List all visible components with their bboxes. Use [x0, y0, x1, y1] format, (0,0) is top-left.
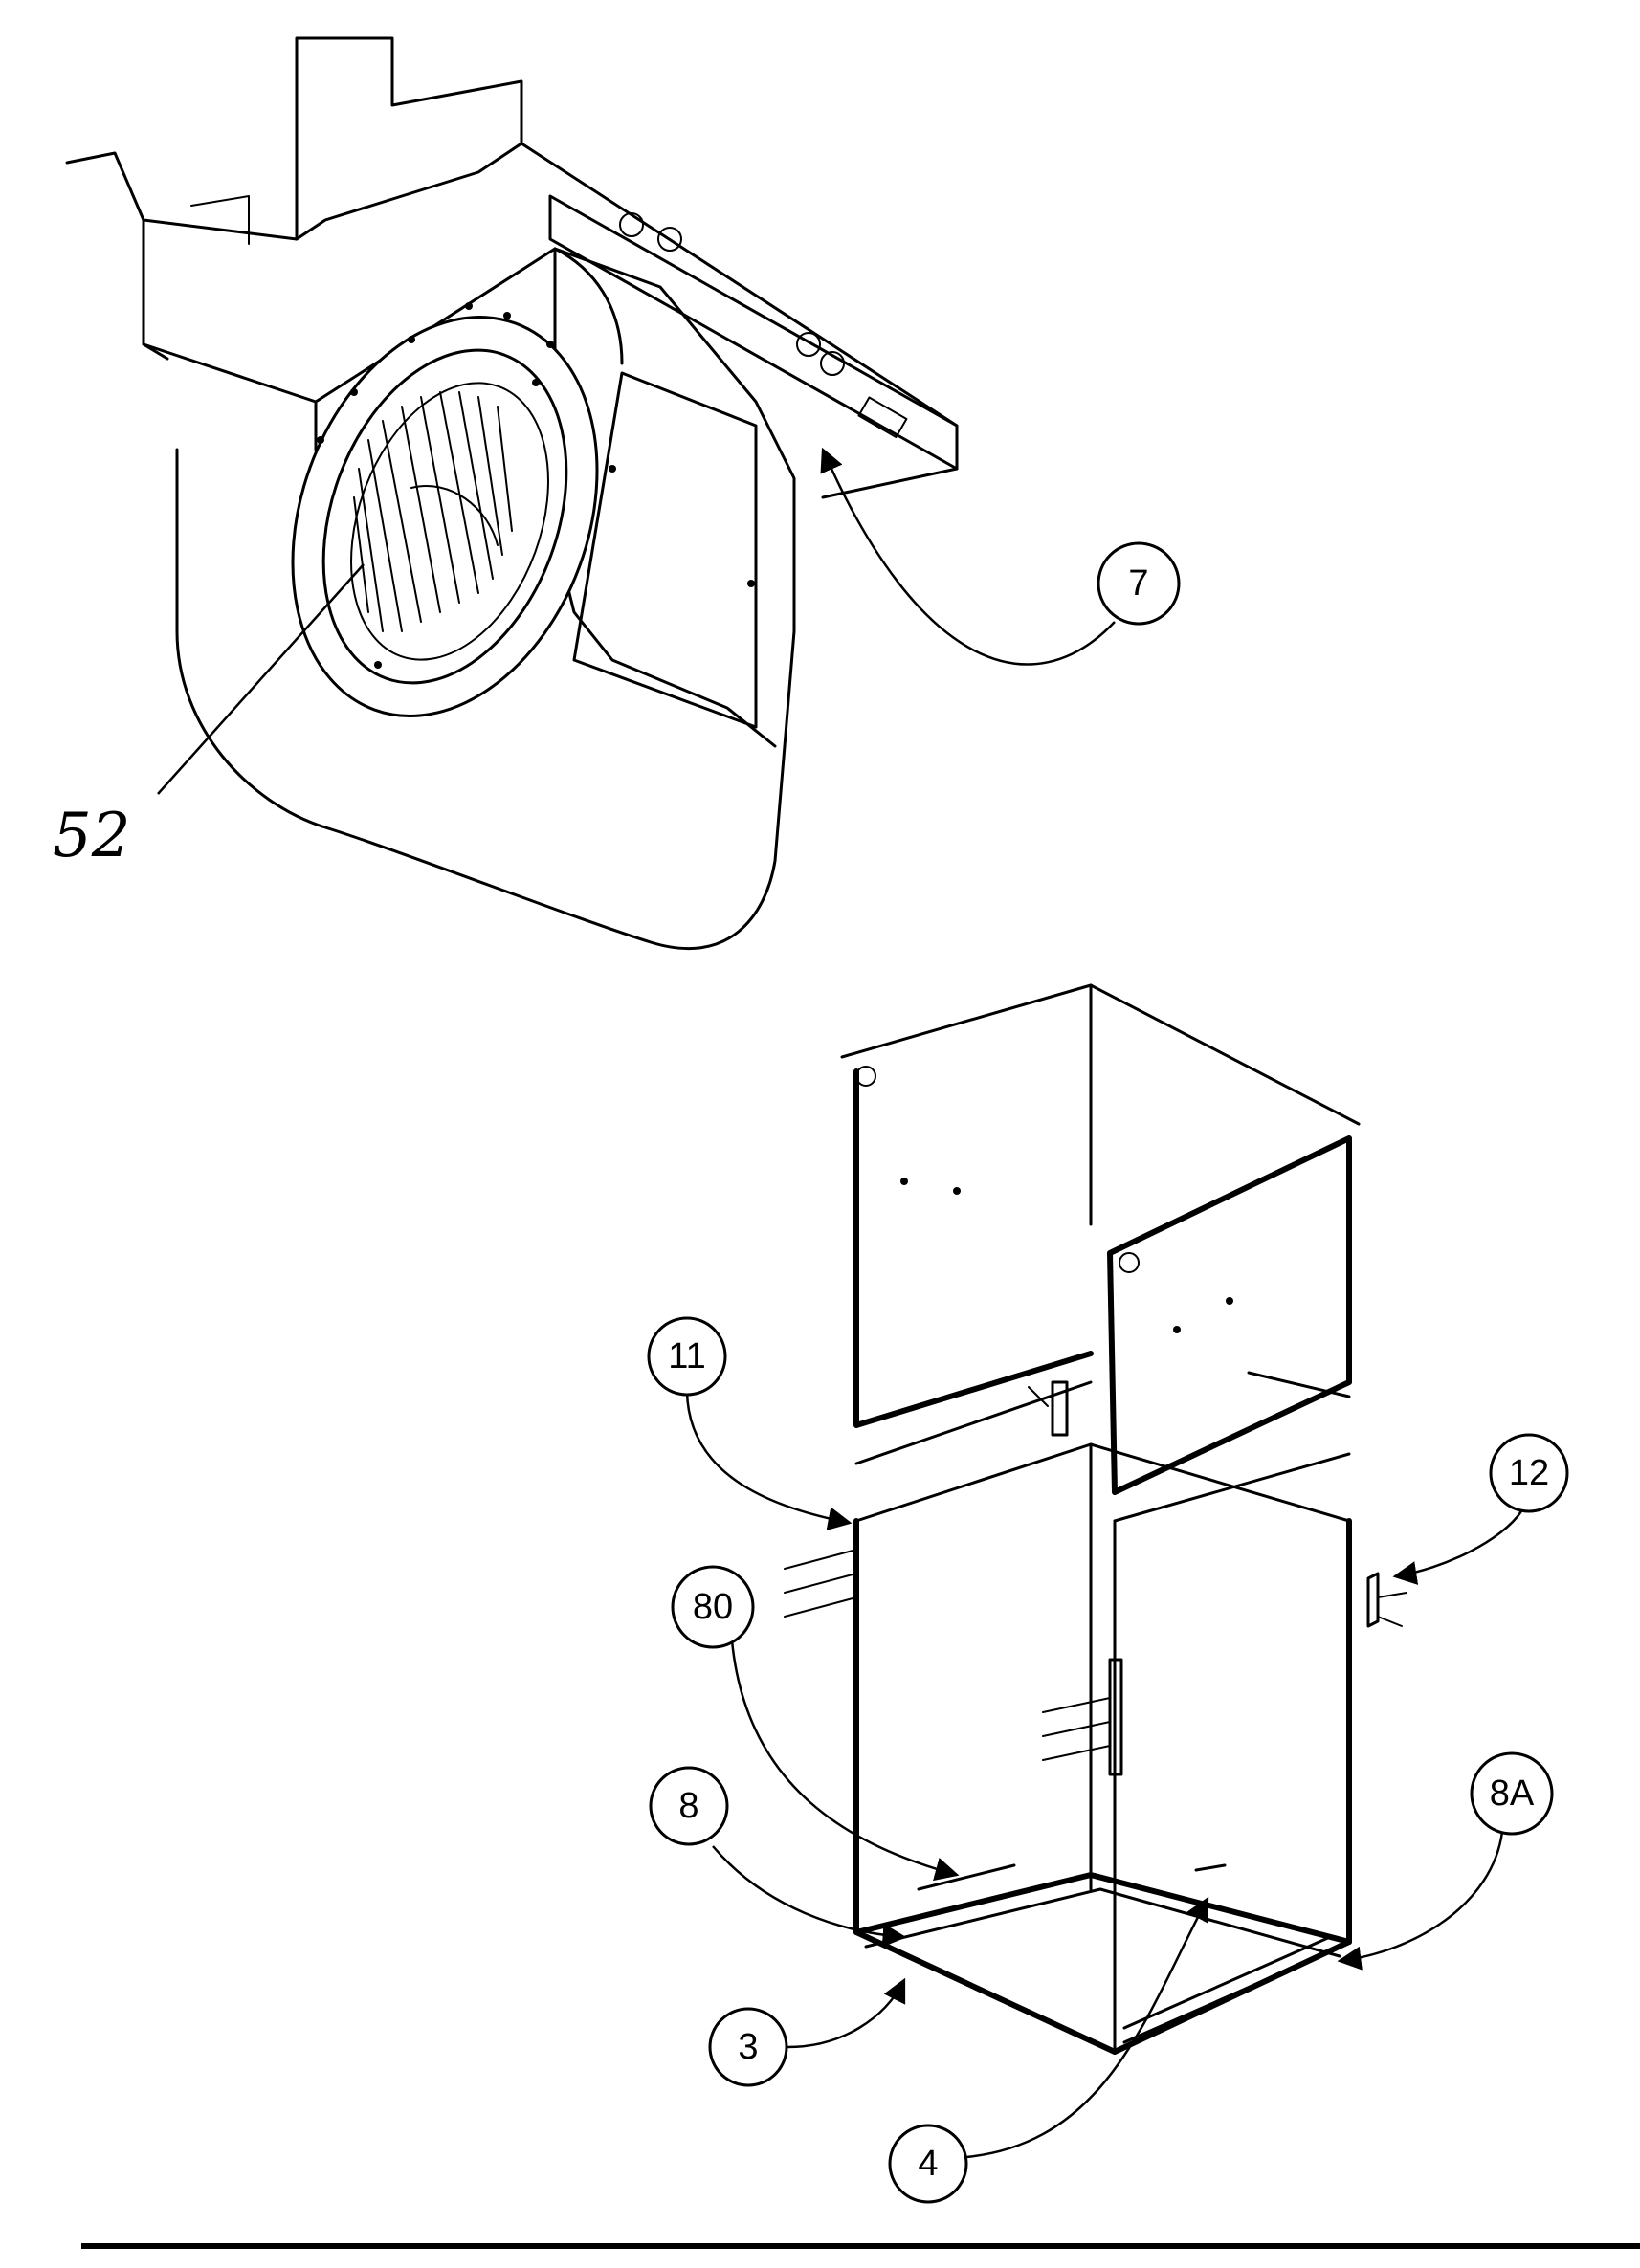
callout-3-text: 3 [738, 2027, 758, 2067]
callout-8a-text: 8A [1490, 1773, 1535, 1814]
callout-12-text: 12 [1509, 1453, 1549, 1493]
label-52: 52 [53, 801, 130, 871]
callout-8-text: 8 [678, 1786, 698, 1826]
leader-52 [157, 563, 365, 795]
callout-4: 4 [888, 1896, 1209, 2204]
callout-8a: 8A [1337, 1751, 1554, 1971]
callout-8: 8 [649, 1766, 907, 1948]
cabinet-assembly [784, 983, 1407, 2055]
callout-80: 80 [671, 1565, 960, 1882]
callout-7-text: 7 [1128, 563, 1148, 604]
callout-11: 11 [647, 1316, 853, 1531]
callout-3: 3 [708, 1977, 906, 2087]
callout-11-text: 11 [668, 1336, 705, 1376]
blower-wheel [350, 382, 549, 661]
callout-80-text: 80 [693, 1587, 733, 1627]
callout-7: 7 [820, 447, 1181, 666]
blower-assembly [65, 36, 959, 951]
callout-4-text: 4 [918, 2144, 938, 2184]
callout-12: 12 [1392, 1433, 1569, 1585]
